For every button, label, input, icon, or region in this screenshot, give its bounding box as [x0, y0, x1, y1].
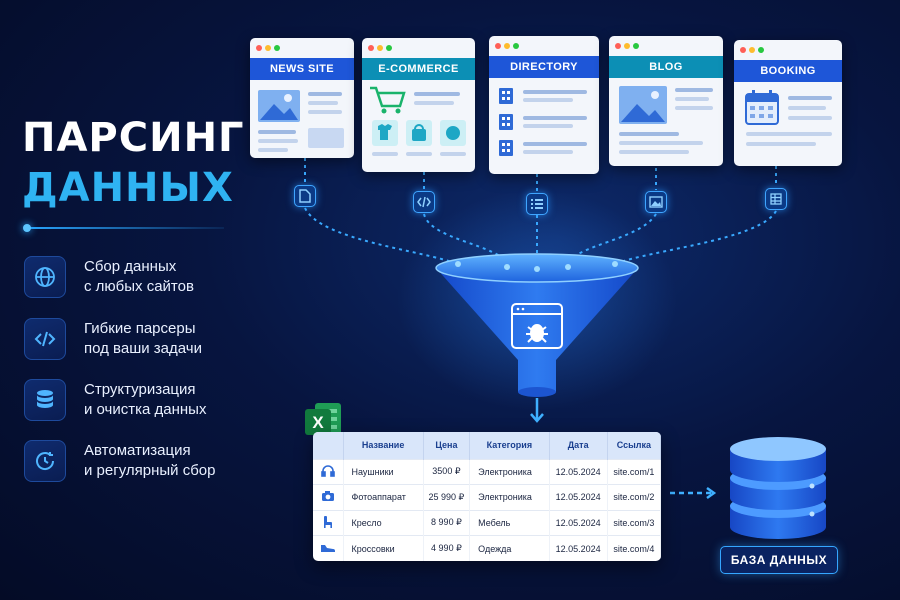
- funnel-entry-dot-2: [504, 264, 510, 270]
- funnel-arrow: [530, 398, 544, 423]
- cart-icon: [362, 80, 475, 158]
- cell-category: Электроника: [469, 484, 550, 510]
- window-dots: [368, 45, 392, 51]
- cell-price: 8 990 ₽: [423, 509, 471, 536]
- funnel-entry-dot-3: [534, 266, 540, 272]
- feature-text-line2: с любых сайтов: [84, 278, 194, 295]
- source-card-title: BOOKING: [734, 60, 842, 82]
- database-arrow: [670, 486, 717, 500]
- sneaker-icon: [313, 535, 344, 561]
- table-row: Фотоаппарат 25 990 ₽ Электроника 12.05.2…: [313, 484, 661, 510]
- title-divider-dot: [23, 224, 31, 232]
- cell-price: 25 990 ₽: [423, 484, 471, 510]
- database-icon: [24, 379, 66, 421]
- feature-text-line1: Гибкие парсеры: [84, 320, 196, 337]
- window-dots: [256, 45, 280, 51]
- cell-link[interactable]: site.com/3: [607, 509, 661, 536]
- feature-item-collect: Сбор данных с любых сайтов: [24, 256, 254, 302]
- feature-text-line1: Автоматизация: [84, 442, 191, 459]
- globe-icon: [24, 256, 66, 298]
- title-divider: [26, 227, 224, 229]
- cell-name: Кресло: [343, 509, 424, 536]
- cell-name: Кроссовки: [343, 535, 424, 561]
- cell-date: 12.05.2024: [549, 535, 608, 561]
- cell-link[interactable]: site.com/2: [607, 484, 661, 510]
- page-title-line2: ДАННЫХ: [22, 165, 234, 211]
- cell-price: 4 990 ₽: [423, 535, 471, 561]
- table-header-price: Цена: [423, 432, 471, 459]
- source-card-booking: BOOKING: [734, 40, 842, 166]
- table-icon: [765, 188, 787, 210]
- funnel: [435, 253, 639, 397]
- cell-link[interactable]: site.com/1: [607, 458, 661, 485]
- funnel-entry-dot-4: [565, 264, 571, 270]
- image-icon: [250, 80, 354, 158]
- window-dots: [495, 43, 519, 49]
- source-card-news: NEWS SITE: [250, 38, 354, 158]
- document-icon: [294, 185, 316, 207]
- window-dots: [740, 47, 764, 53]
- cell-link[interactable]: site.com/4: [607, 535, 661, 561]
- table-header-name: Название: [343, 432, 424, 459]
- source-card-title: BLOG: [609, 56, 723, 78]
- table-row: Наушники 3500 ₽ Электроника 12.05.2024 s…: [313, 458, 661, 485]
- cell-date: 12.05.2024: [549, 484, 608, 510]
- clock-icon: [24, 440, 66, 482]
- source-card-directory: DIRECTORY: [489, 36, 599, 174]
- cell-price: 3500 ₽: [423, 458, 471, 485]
- database-icon: [730, 437, 826, 539]
- image-icon: [609, 78, 723, 156]
- calendar-icon: [734, 82, 842, 160]
- camera-icon: [313, 484, 344, 510]
- table-header-date: Дата: [549, 432, 608, 459]
- table-header-row: Название Цена Категория Дата Ссылка: [313, 432, 661, 459]
- headphones-icon: [313, 458, 344, 485]
- source-card-title: E-COMMERCE: [362, 58, 475, 80]
- cell-name: Фотоаппарат: [343, 484, 424, 510]
- table-row: Кресло 8 990 ₽ Мебель 12.05.2024 site.co…: [313, 509, 661, 536]
- funnel-entry-dot-1: [455, 261, 461, 267]
- feature-item-automation: Автоматизация и регулярный сбор: [24, 440, 254, 486]
- connector-booking: [614, 210, 777, 265]
- chair-icon: [313, 509, 344, 536]
- image-icon: [645, 191, 667, 213]
- cell-date: 12.05.2024: [549, 509, 608, 536]
- parsed-data-table: Название Цена Категория Дата Ссылка Науш…: [313, 432, 661, 561]
- bug-icon: [511, 303, 563, 349]
- cell-name: Наушники: [343, 458, 424, 485]
- building-icon: [489, 78, 599, 156]
- table-row: Кроссовки 4 990 ₽ Одежда 12.05.2024 site…: [313, 535, 661, 561]
- feature-text-line2: под ваши задачи: [84, 340, 202, 357]
- database-label: БАЗА ДАННЫХ: [720, 546, 838, 574]
- source-card-ecommerce: E-COMMERCE: [362, 38, 475, 172]
- excel-icon: X: [303, 401, 343, 441]
- feature-text-line2: и регулярный сбор: [84, 462, 216, 479]
- cell-category: Мебель: [469, 509, 550, 536]
- feature-item-parsers: Гибкие парсеры под ваши задачи: [24, 318, 254, 364]
- page-title-line1: ПАРСИНГ: [22, 115, 245, 161]
- feature-item-structure: Структуризация и очистка данных: [24, 379, 254, 425]
- code-icon: [413, 191, 435, 213]
- source-card-blog: BLOG: [609, 36, 723, 166]
- table-header-icon: [313, 432, 344, 459]
- list-icon: [526, 193, 548, 215]
- feature-text-line1: Сбор данных: [84, 258, 177, 275]
- feature-text-line2: и очистка данных: [84, 401, 207, 418]
- connector-news: [304, 207, 459, 265]
- source-card-title: NEWS SITE: [250, 58, 354, 80]
- table-header-link: Ссылка: [607, 432, 661, 459]
- feature-text-line1: Структуризация: [84, 381, 196, 398]
- cell-category: Электроника: [469, 458, 550, 485]
- excel-letter: X: [312, 413, 324, 432]
- table-header-category: Категория: [469, 432, 550, 459]
- window-dots: [615, 43, 639, 49]
- funnel-entry-dot-5: [612, 261, 618, 267]
- cell-category: Одежда: [469, 535, 550, 561]
- source-card-title: DIRECTORY: [489, 56, 599, 78]
- code-icon: [24, 318, 66, 360]
- cell-date: 12.05.2024: [549, 458, 608, 485]
